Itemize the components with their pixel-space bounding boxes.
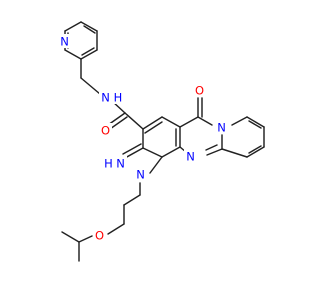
- bond: [64, 49, 82, 60]
- imine-nitrogen-label: N: [116, 157, 125, 171]
- amide-oxygen-label: O: [101, 124, 110, 138]
- bond: [142, 116, 163, 130]
- pyridine-nitrogen-label: N: [60, 35, 69, 49]
- bond: [248, 145, 262, 154]
- structure-diagram: N N H O O N H N N N O: [58, 21, 265, 262]
- atom-label-layer: N N H O O N H N N N O: [58, 34, 228, 243]
- bond: [161, 146, 181, 158]
- bond: [149, 156, 163, 174]
- bond: [246, 146, 265, 158]
- bond: [122, 143, 142, 155]
- bond: [142, 147, 163, 158]
- bond: [109, 116, 128, 130]
- inner-nitrogen-label: N: [186, 150, 195, 164]
- bond: [107, 223, 125, 235]
- bond: [197, 116, 213, 126]
- bond: [231, 116, 248, 126]
- bond: [80, 77, 101, 95]
- ether-oxygen-label: O: [95, 229, 104, 243]
- bond: [124, 147, 144, 159]
- amide-nitrogen-label: N: [101, 91, 110, 105]
- bond-layer: [61, 21, 265, 262]
- ring-nitrogen-label: N: [136, 168, 145, 182]
- bond: [61, 231, 80, 243]
- bond: [144, 121, 163, 134]
- imine-hydrogen-label: H: [104, 157, 113, 171]
- molecule-canvas: N N H O O N H N N N O: [58, 21, 265, 262]
- bond: [221, 148, 248, 158]
- amide-hydrogen-label: H: [114, 91, 123, 105]
- bond: [206, 148, 223, 156]
- bond: [80, 49, 98, 60]
- bond: [248, 120, 262, 129]
- bond: [123, 194, 141, 206]
- bond: [83, 25, 96, 34]
- bond: [124, 112, 144, 130]
- bridgehead-nitrogen-label: N: [217, 121, 226, 135]
- bond: [246, 116, 265, 128]
- bond: [179, 116, 199, 128]
- bond: [205, 144, 218, 151]
- bond: [64, 21, 82, 32]
- bond: [81, 47, 95, 56]
- bond: [80, 21, 98, 32]
- bond: [161, 116, 181, 128]
- bond: [78, 235, 93, 243]
- ketone-oxygen-label: O: [195, 84, 204, 98]
